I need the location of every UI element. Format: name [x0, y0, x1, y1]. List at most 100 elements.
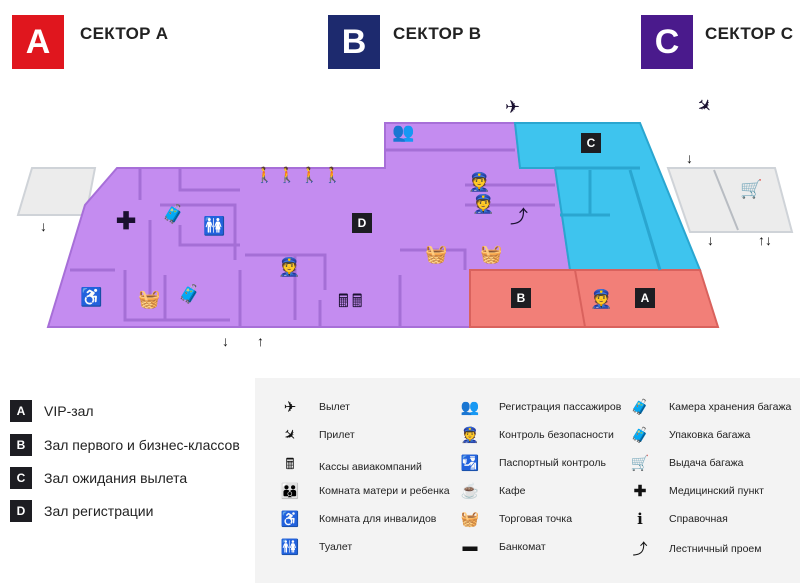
- toilet-icon: 🚻: [203, 216, 226, 236]
- zone-name: VIP-зал: [44, 403, 94, 419]
- zone-legend-a: A VIP-зал: [10, 400, 94, 422]
- legend-item: 🚻 Туалет: [275, 538, 353, 556]
- legend-label: Комната для инвалидов: [319, 513, 437, 525]
- security-control-icon: 👮: [468, 172, 491, 192]
- atm-icon: ▬: [462, 538, 478, 555]
- sector-c-badge: C: [641, 15, 693, 69]
- exit-arrow-down-icon: ↓: [222, 333, 229, 349]
- baggage-claim-icon: 🛒: [740, 179, 763, 199]
- legend-label: Кафе: [499, 485, 526, 497]
- legend-item: 👥 Регистрация пассажиров: [455, 398, 622, 416]
- zone-letter: B: [10, 434, 32, 456]
- check-in-counters-icon: 🚶🚶🚶🚶: [255, 167, 346, 184]
- passport-control-icon: 🛂: [460, 455, 480, 472]
- legend-label: Выдача багажа: [669, 457, 744, 469]
- medical-icon: ✚: [116, 208, 137, 235]
- zone-name: Зал регистрации: [44, 503, 154, 519]
- departure-icon: ✈: [283, 399, 297, 416]
- stairs-icon: ⤴: [510, 207, 528, 227]
- legend-label: Упаковка багажа: [669, 429, 751, 441]
- luggage-storage-icon: 🧳: [630, 399, 650, 416]
- legend-item: i Справочная: [625, 510, 728, 528]
- zone-a-label: A: [635, 288, 655, 308]
- legend-item: ✚ Медицинский пункт: [625, 482, 764, 500]
- legend-item: 🧳 Камера хранения багажа: [625, 398, 792, 416]
- legend-label: Медицинский пункт: [669, 485, 764, 497]
- exit-arrows-updown-icon: ↑↓: [758, 232, 772, 248]
- zone-letter: C: [10, 467, 32, 489]
- security-control-icon: 👮: [278, 257, 301, 277]
- legend-label: Регистрация пассажиров: [499, 401, 622, 413]
- legend-item: 🛒 Выдача багажа: [625, 454, 744, 472]
- sector-a-title: СЕКТОР А: [80, 24, 169, 43]
- zone-b-label: B: [511, 288, 531, 308]
- ticket-office-icon: 🖩🖩: [338, 291, 366, 311]
- business-lounge: [469, 269, 720, 328]
- check-in-icon: 👥: [392, 122, 415, 142]
- zone-d-label: D: [352, 213, 372, 233]
- shop-icon: 🧺: [138, 289, 161, 309]
- outside-area-right: [666, 167, 794, 233]
- legend-label: Лестничный проем: [669, 542, 762, 555]
- legend-item: ☕ Кафе: [455, 482, 526, 500]
- departure-icon: ✈: [505, 97, 521, 117]
- legend-label: Туалет: [319, 541, 353, 553]
- entry-arrow-down-icon: ↓: [686, 150, 693, 166]
- cafe-icon: ☕: [460, 483, 480, 500]
- security-control-icon: 👮: [590, 289, 613, 309]
- medical-icon: ✚: [633, 483, 647, 500]
- legend-label: Банкомат: [499, 540, 546, 553]
- legend-item: 🖩 Кассы авиакомпаний: [275, 454, 422, 479]
- baggage-claim-icon: 🛒: [630, 455, 650, 472]
- shop-icon: 🧺: [425, 244, 448, 264]
- zone-c-label: C: [581, 133, 601, 153]
- sector-b-title: СЕКТОР В: [393, 24, 482, 43]
- legend-item: ✈ Вылет: [275, 398, 350, 416]
- stairs-icon: ⤴: [632, 541, 648, 558]
- legend-label: Вылет: [319, 401, 350, 413]
- legend-item: 🧳 Упаковка багажа: [625, 426, 751, 444]
- exit-arrow-down-icon: ↓: [707, 232, 714, 248]
- luggage-wrapping-icon: 🧳: [162, 204, 185, 224]
- legend-item: ▬ Банкомат: [455, 538, 546, 555]
- legend-label: Комната матери и ребенка: [319, 485, 450, 497]
- mother-child-room-icon: 👪: [280, 483, 300, 500]
- zone-letter: A: [10, 400, 32, 422]
- legend-item: 🧺 Торговая точка: [455, 510, 572, 528]
- entry-arrow-up-icon: ↑: [257, 333, 264, 349]
- passport-control-icon: 👮: [472, 194, 495, 214]
- wheelchair-icon: ♿: [80, 287, 103, 307]
- arrival-icon: ✈: [279, 424, 301, 446]
- zone-legend-b: B Зал первого и бизнес-классов: [10, 434, 240, 456]
- legend-item: ♿ Комната для инвалидов: [275, 510, 437, 528]
- icon-legend: ✈ Вылет ✈ Прилет 🖩 Кассы авиакомпаний 👪 Комн…: [255, 378, 800, 583]
- legend-label: Камера хранения багажа: [669, 401, 792, 413]
- luggage-storage-icon: 🧳: [178, 284, 201, 304]
- legend-label: Прилет: [319, 429, 355, 441]
- shop-icon: 🧺: [480, 244, 503, 264]
- check-in-icon: 👥: [460, 399, 480, 416]
- zone-legend-d: D Зал регистрации: [10, 500, 153, 522]
- exit-arrow-down-icon: ↓: [40, 218, 47, 234]
- legend-label: Кассы авиакомпаний: [319, 460, 422, 473]
- ticket-office-icon: 🖩: [285, 456, 295, 473]
- floor-plan: [16, 122, 794, 328]
- legend-label: Торговая точка: [499, 513, 573, 525]
- zone-letter: D: [10, 500, 32, 522]
- zone-name: Зал ожидания вылета: [44, 470, 188, 486]
- legend-label: Паспортный контроль: [499, 457, 606, 469]
- legend-item: 👪 Комната матери и ребенка: [275, 482, 450, 500]
- zone-name: Зал первого и бизнес-классов: [44, 437, 240, 453]
- legend-item: ✈ Прилет: [275, 425, 355, 446]
- info-icon: i: [637, 510, 643, 528]
- legend-item: ⤴ Лестничный проем: [625, 538, 761, 559]
- wheelchair-icon: ♿: [280, 511, 300, 528]
- legend-label: Контроль безопасности: [499, 429, 614, 441]
- shop-icon: 🧺: [460, 511, 480, 528]
- luggage-wrapping-icon: 🧳: [630, 427, 650, 444]
- sector-c-title: СЕКТОР С: [705, 24, 794, 43]
- toilet-icon: 🚻: [280, 539, 300, 556]
- legend-label: Справочная: [669, 513, 728, 525]
- sector-a-badge: A: [12, 15, 64, 69]
- legend-item: 🛂 Паспортный контроль: [455, 454, 606, 472]
